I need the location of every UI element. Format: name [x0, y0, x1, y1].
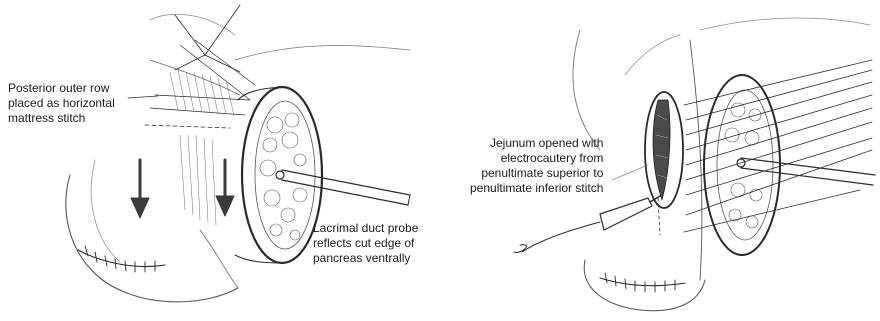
pancreas-cut-surface: [704, 75, 780, 255]
jejunum-loop-outline: [66, 175, 238, 302]
mattress-stitch-line: [155, 95, 250, 100]
suture-thread: [195, 40, 255, 85]
label-jejunum-opened: Jejunum opened with electrocautery from …: [470, 136, 603, 196]
bowel-wall-edge: [690, 40, 702, 280]
label-line: Jejunum opened with: [470, 136, 603, 151]
leader-line: [128, 96, 158, 98]
background-tissue-line: [235, 46, 410, 60]
jejunum-loop-inner: [91, 160, 120, 262]
label-line: penultimate superior to: [470, 166, 603, 181]
label-line: electrocautery from: [470, 151, 603, 166]
jejunum-closure-stitches: [78, 246, 165, 272]
suture-threads: [684, 60, 872, 232]
label-line: Lacrimal duct probe: [313, 221, 418, 236]
label-line: Posterior outer row: [8, 81, 115, 96]
label-line: pancreas ventrally: [313, 251, 418, 266]
leader-line: [612, 165, 648, 180]
suture-thread: [205, 5, 240, 55]
mattress-stitch-dashed: [145, 125, 230, 128]
jejunum-closure-stitches: [600, 273, 685, 292]
label-line: placed as horizontal: [8, 96, 115, 111]
label-line: reflects cut edge of: [313, 236, 418, 251]
lacrimal-duct-probe: [282, 170, 410, 205]
label-lacrimal-duct-probe: Lacrimal duct probe reflects cut edge of…: [313, 221, 418, 266]
label-line: mattress stitch: [8, 111, 115, 126]
jejunum-right-edge: [200, 230, 238, 288]
mattress-stitch-line: [150, 108, 245, 115]
suture-thread: [175, 15, 205, 55]
down-arrow-icon: [216, 160, 234, 216]
suture-thread: [175, 55, 205, 70]
jejunum-loop-outline: [573, 30, 600, 150]
background-tissue-line: [700, 18, 870, 30]
pancreatic-duct: [276, 171, 284, 179]
suture-thread: [180, 45, 250, 100]
label-line: penultimate inferior stitch: [470, 181, 603, 196]
lacrimal-duct-probe: [741, 158, 875, 185]
bowel-wall-edge: [625, 35, 680, 75]
background-tissue-line: [150, 14, 235, 35]
label-posterior-outer-row: Posterior outer row placed as horizontal…: [8, 81, 115, 126]
jejunum-mucosa: [653, 100, 670, 200]
down-arrow-icon: [131, 160, 149, 218]
electrocautery-instrument: [514, 196, 660, 252]
